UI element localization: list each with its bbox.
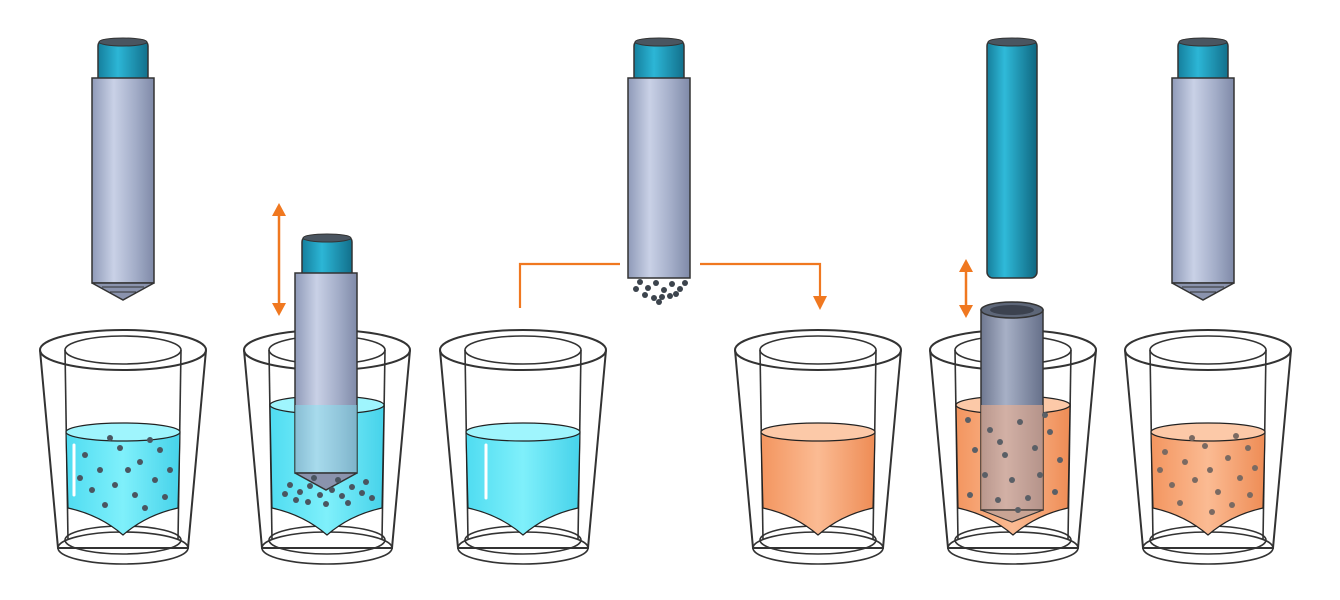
updown-arrow [959,259,973,318]
plunger-rod [91,37,155,301]
transfer-arrow [518,262,827,310]
beads [77,435,173,511]
liquid-blue [465,422,581,536]
beads-collected [282,475,375,507]
beads-on-tip [633,279,688,305]
beads [965,412,1063,513]
beads [1157,433,1258,515]
updown-arrow [272,203,286,316]
step-2 [243,203,411,565]
step-3 [439,329,607,565]
plunger-rod-in-tube [294,233,358,491]
plunger-rod [1171,37,1235,301]
magnet-rod-lifted [986,37,1038,279]
liquid-orange [760,422,876,536]
step-6 [1124,37,1292,565]
step-4-rod [627,37,691,305]
step-5 [929,37,1097,565]
step-4 [734,329,902,565]
step-1 [39,37,207,565]
empty-sleeve [980,301,1044,523]
liquid-blue [65,422,181,536]
liquid-orange [1150,422,1266,536]
